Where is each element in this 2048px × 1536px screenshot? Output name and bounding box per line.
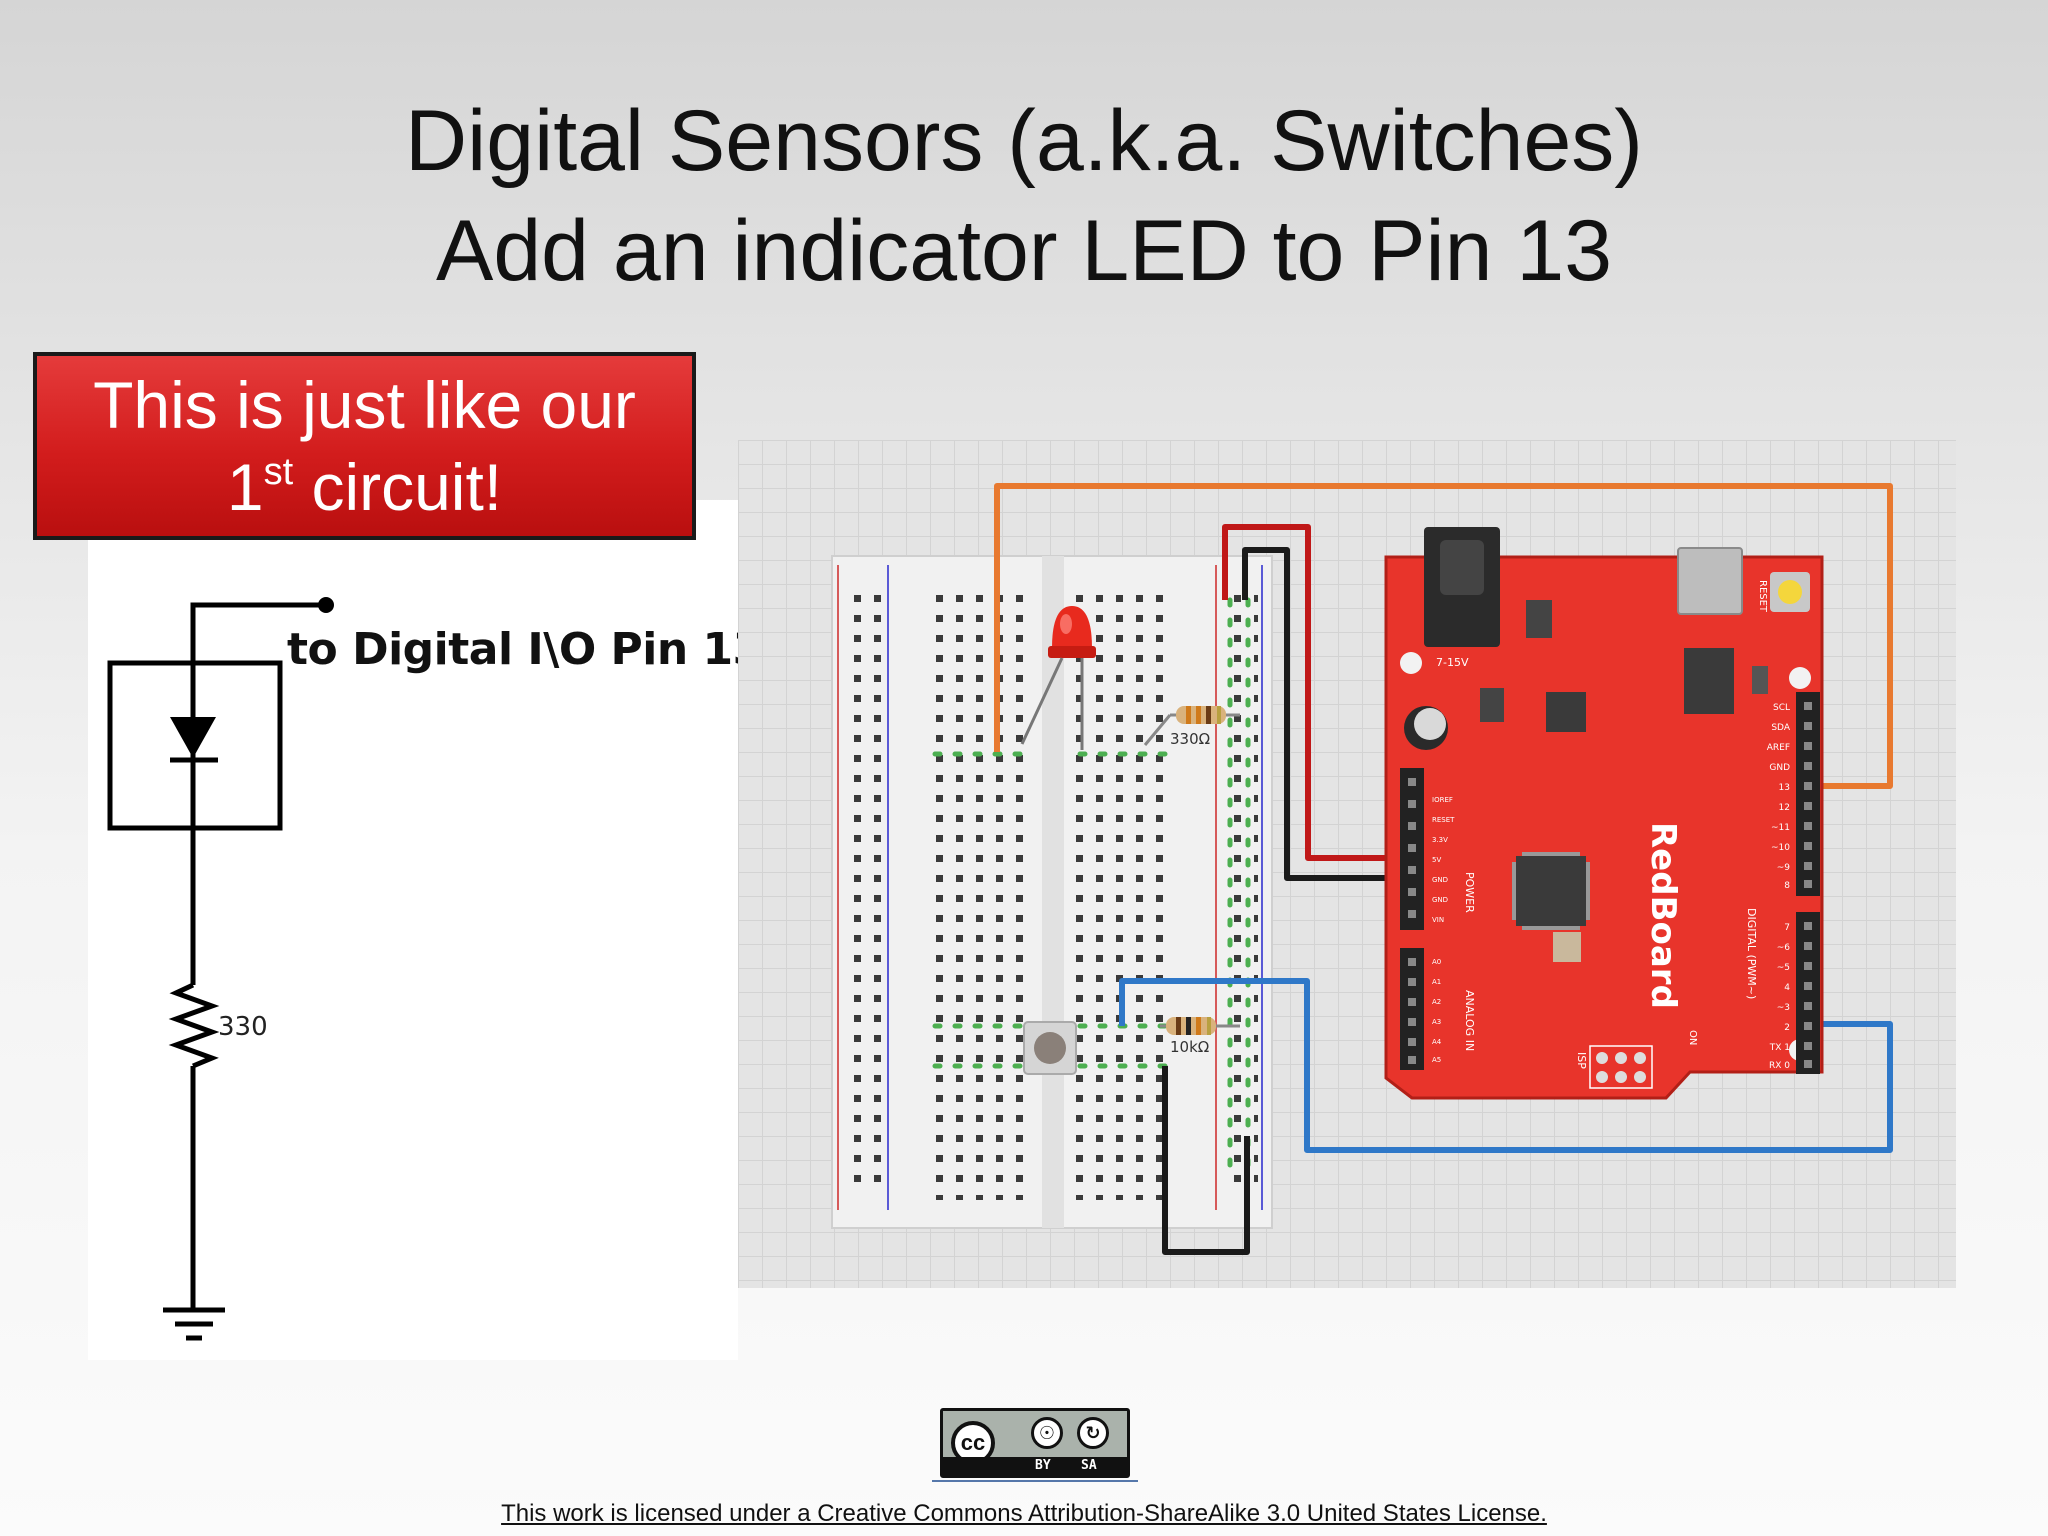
analog-pin-label: A5 [1432,1056,1441,1064]
digital-pin-label: 13 [1779,783,1790,793]
power-pin-label: RESET [1432,816,1455,824]
breadboard-pushbutton [1023,1021,1077,1075]
atmega-chip [1516,856,1586,926]
analog-pin-label: A3 [1432,1018,1441,1026]
usb-chip [1684,648,1734,714]
digital-pin-label: ~6 [1777,943,1791,953]
digital-header-label: DIGITAL (PWM~) [1745,908,1758,999]
analog-pin-label: A2 [1432,998,1441,1006]
brand-label: RedBoard [1643,822,1683,1009]
reset-button [1778,580,1802,604]
digital-pin-label: GND [1769,763,1790,773]
license-link[interactable]: This work is licensed under a Creative C… [501,1500,1547,1527]
digital-pin-label: 12 [1779,803,1790,813]
wire-black-ground-loop [1162,1066,1250,1255]
icsp-label: ISP [1575,1052,1588,1069]
redboard: 7-15V RESET RedBoard POWER ANALOG IN DIG… [1384,527,1824,1100]
right-power-rail [1222,590,1258,1190]
share-alike-icon: ↻ [1077,1417,1109,1449]
on-led-label: ON [1687,1030,1698,1045]
breadboard-led [1020,606,1096,750]
wire-blue-pin2 [1119,978,1893,1153]
digital-pin-label: TX 1 [1769,1043,1790,1053]
wire-red-5v [1222,524,1406,861]
schematic-wire-to-pin [190,602,326,720]
power-pin-label: VIN [1432,916,1444,924]
digital-pin-label: 8 [1784,881,1790,891]
digital-pin-label: ~10 [1771,843,1790,853]
callout-ordinal-suffix: st [263,451,294,493]
power-header-label: POWER [1463,872,1476,913]
left-terminal-strip [930,590,1030,1200]
usb-connector [1677,547,1743,615]
resistor-330-label: 330Ω [1170,730,1210,748]
callout-rest: circuit! [293,450,503,524]
by-tag: BY [1035,1458,1051,1473]
digital-pin-label: 2 [1784,1023,1790,1033]
pin-13-label: to Digital I\O Pin 13 [287,624,763,675]
pin-connection-dot [318,597,334,613]
power-pin-label: GND [1432,876,1448,884]
cc-badge-underline [932,1480,1138,1482]
analog-header-label: ANALOG IN [1463,990,1476,1051]
digital-pin-label: ~3 [1777,1003,1790,1013]
diode-triangle [170,717,216,758]
left-power-rail [845,590,881,1190]
analog-pin-label: A1 [1432,978,1441,986]
power-pin-label: 5V [1432,856,1441,864]
breadboard-resistor-10k [1160,1017,1240,1035]
cc-license-badge[interactable]: cc ☉ ↻ BY SA [940,1408,1130,1478]
slide-title-line-2: Add an indicator LED to Pin 13 [435,203,1613,299]
digital-pin-label: ~9 [1777,863,1791,873]
power-pin-label: IOREF [1432,796,1453,804]
cc-badge-bar [943,1457,1127,1475]
digital-pin-label: RX 0 [1769,1061,1790,1071]
schematic-resistor [168,982,220,1069]
digital-pin-label: SDA [1771,723,1790,733]
wire-orange-pin13 [994,483,1893,789]
callout-box: This is just like our 1st circuit! [33,352,696,540]
sa-tag: SA [1081,1458,1097,1473]
digital-pin-label: ~5 [1777,963,1790,973]
schematic-resistor-label: 330 [218,1012,268,1042]
digital-pin-label: ~11 [1771,823,1790,833]
callout-ordinal: 1 [226,450,264,524]
power-pin-label: 3.3V [1432,836,1448,844]
callout-line-2: 1st circuit! [37,446,692,528]
wire-black-gnd [1242,547,1406,881]
analog-header [1400,948,1424,1070]
right-terminal-strip [1075,590,1175,1200]
reset-label: RESET [1757,580,1768,613]
callout-line-1: This is just like our [93,368,636,442]
digital-pin-label: 4 [1784,983,1790,993]
resistor-10k-label: 10kΩ [1170,1038,1209,1056]
jack-voltage-label: 7-15V [1436,656,1469,669]
digital-pin-label: SCL [1773,703,1790,713]
schematic-panel [88,500,738,1360]
analog-pin-label: A0 [1432,958,1441,966]
breadboard-resistor-330 [1143,706,1240,746]
digital-pin-label: AREF [1767,743,1790,753]
slide-title-line-1: Digital Sensors (a.k.a. Switches) [405,93,1643,189]
by-attribution-icon: ☉ [1031,1417,1063,1449]
analog-pin-label: A4 [1432,1038,1442,1046]
power-pin-label: GND [1432,896,1448,904]
digital-pin-label: 7 [1784,923,1790,933]
